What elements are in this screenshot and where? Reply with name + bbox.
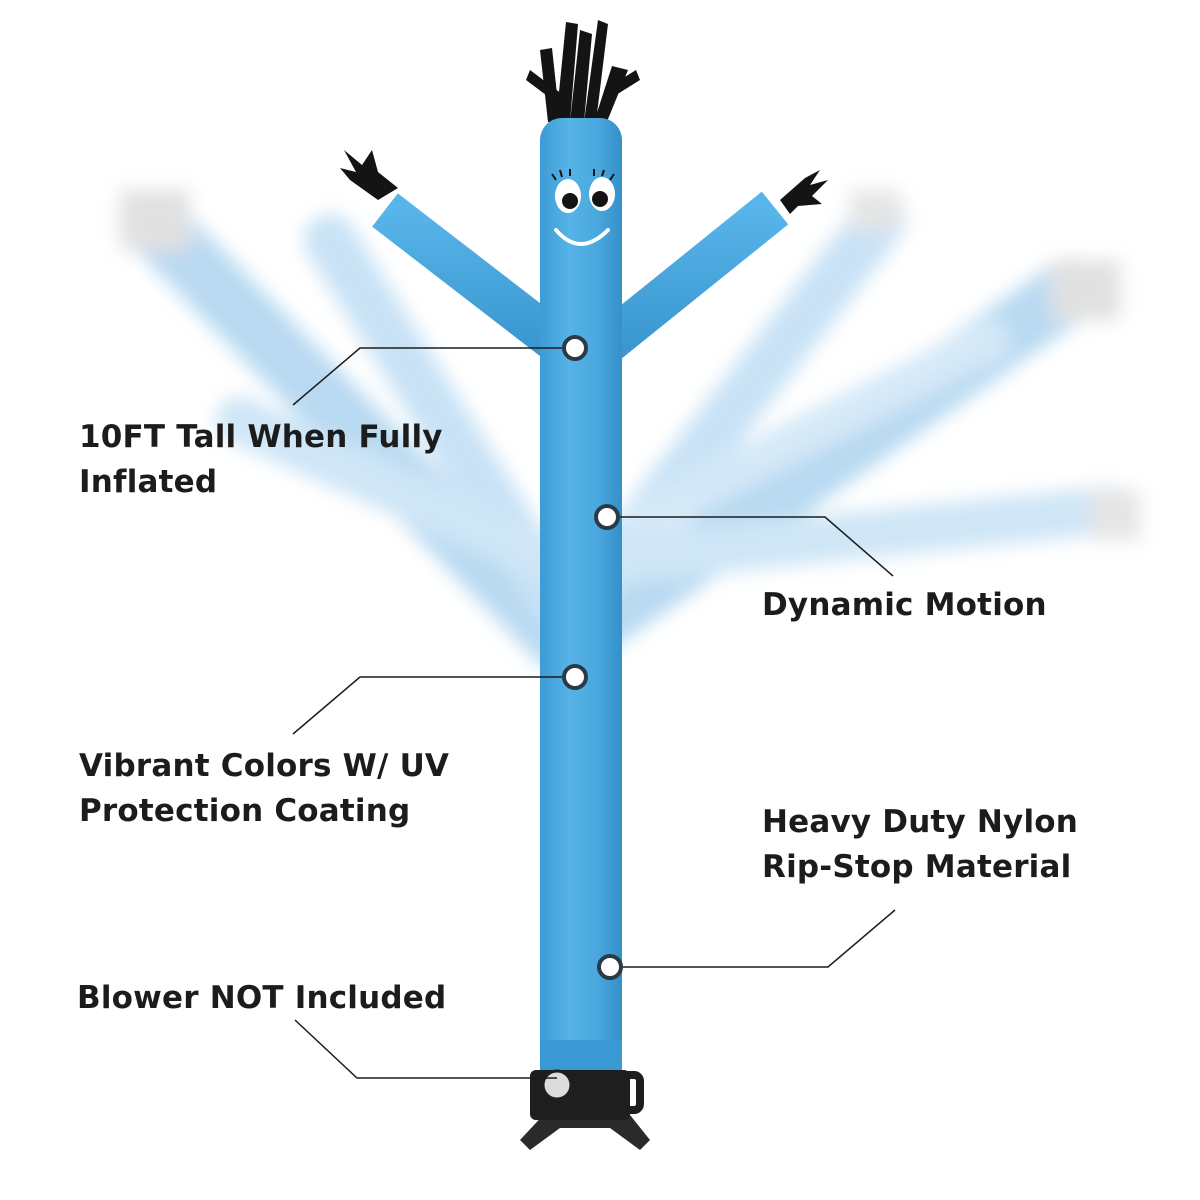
tube-body	[540, 118, 622, 1080]
callout-colors-line1: Vibrant Colors W/ UV	[79, 748, 450, 784]
smiley-face	[551, 169, 615, 246]
marker-colors	[562, 664, 588, 690]
left-arm	[340, 150, 573, 362]
callout-blower-line1: Blower NOT Included	[77, 980, 447, 1016]
top-streamers	[526, 20, 640, 124]
callout-colors: Vibrant Colors W/ UV Protection Coating	[79, 744, 449, 834]
leader-line-material	[610, 909, 896, 968]
leader-lines	[292, 347, 896, 1079]
callout-markers	[562, 335, 623, 980]
callout-material-line2: Rip-Stop Material	[762, 849, 1072, 885]
callout-height: 10FT Tall When Fully Inflated	[79, 415, 443, 505]
leader-line-motion	[607, 516, 894, 577]
callout-material: Heavy Duty Nylon Rip-Stop Material	[762, 800, 1078, 890]
marker-material	[597, 954, 623, 980]
blower-base	[520, 1069, 650, 1150]
callout-material-line1: Heavy Duty Nylon	[762, 804, 1079, 840]
leader-line-height	[292, 347, 575, 406]
callout-colors-line2: Protection Coating	[79, 793, 411, 829]
callout-height-line1: 10FT Tall When Fully	[79, 419, 443, 455]
callout-blower: Blower NOT Included	[77, 976, 446, 1021]
callout-height-line2: Inflated	[79, 464, 218, 500]
callout-motion: Dynamic Motion	[762, 583, 1047, 628]
marker-height	[562, 335, 588, 361]
leader-line-colors	[292, 676, 575, 735]
marker-motion	[594, 504, 620, 530]
motion-blur-ghost	[120, 190, 1140, 671]
callout-motion-line1: Dynamic Motion	[762, 587, 1047, 623]
right-arm	[591, 170, 828, 362]
leader-line-blower	[294, 1019, 557, 1079]
